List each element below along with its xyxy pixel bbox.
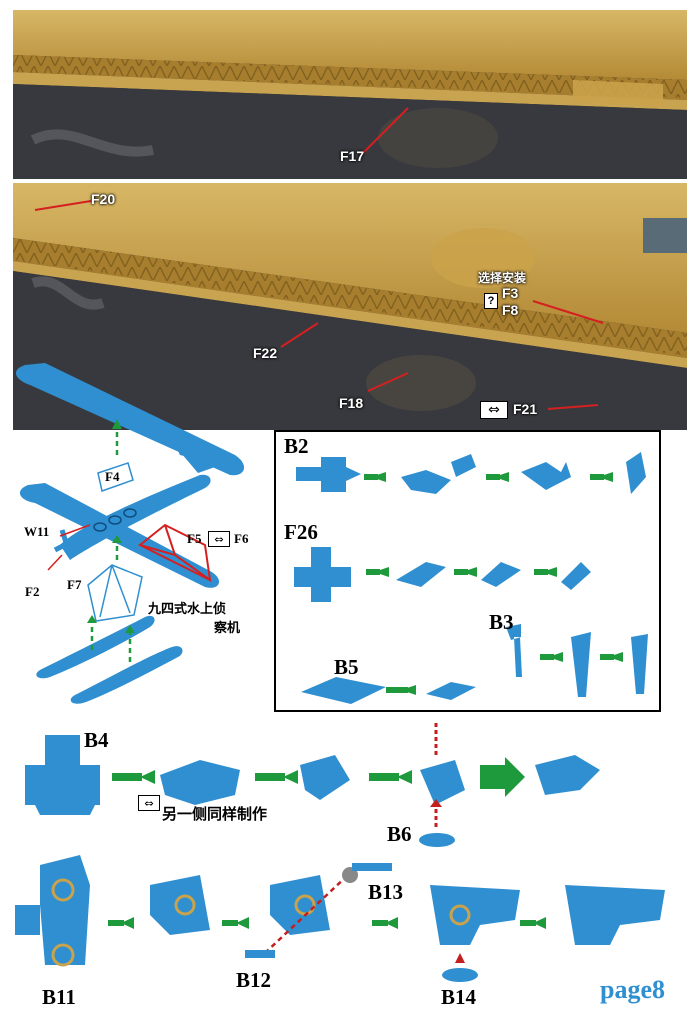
label-f5: F5 [187, 531, 202, 546]
label-f4: F4 [105, 469, 120, 484]
label-b12: B12 [236, 968, 272, 992]
label-b6: B6 [387, 822, 412, 846]
label-f6: F6 [234, 531, 249, 546]
callout-f8: F8 [502, 302, 519, 318]
label-b5: B5 [334, 655, 359, 679]
seaplane-name-line2: 察机 [214, 621, 241, 636]
label-b4: B4 [84, 728, 109, 752]
label-b14: B14 [441, 985, 477, 1009]
label-b13: B13 [368, 880, 404, 904]
page-number-label: page8 [600, 975, 665, 1004]
assembly-panel: B2 F26 B3 B5 [274, 430, 661, 712]
callout-f18: F18 [339, 395, 364, 411]
callout-f3: F3 [502, 285, 519, 301]
photo-bottom-deck: F20 选择安装 ? F3 F8 F22 F18 ⇔ F21 [13, 183, 687, 430]
double-arrow-icon: ⇔ [138, 795, 160, 811]
label-f2: F2 [25, 584, 40, 599]
panel-illustration [294, 452, 648, 704]
seaplane-name-line1: 九四式水上侦 [148, 602, 227, 617]
callout-f17: F17 [340, 148, 365, 164]
label-f26: F26 [284, 520, 318, 544]
callout-choose-install: 选择安装 [478, 271, 527, 285]
b4-assembly-illustration [25, 723, 600, 847]
label-f7: F7 [67, 577, 82, 592]
label-b11: B11 [42, 985, 76, 1009]
label-other-side: 另一侧同样制作 [162, 805, 268, 823]
label-b2: B2 [284, 434, 309, 458]
label-w11: W11 [24, 524, 50, 539]
double-arrow-icon: ⇔ [208, 531, 230, 547]
b11-assembly-illustration [15, 855, 665, 982]
photo-top-illustration [13, 10, 687, 179]
seaplane-diagram [15, 363, 245, 704]
callout-f20: F20 [91, 191, 116, 207]
callout-f22: F22 [253, 345, 278, 361]
photo-bottom-illustration [13, 183, 687, 430]
callout-f21: F21 [513, 401, 538, 417]
question-mark-icon: ? [484, 293, 498, 309]
label-b3: B3 [489, 610, 514, 634]
double-arrow-icon: ⇔ [480, 401, 508, 419]
photo-top-deck-f17: F17 [13, 10, 687, 179]
